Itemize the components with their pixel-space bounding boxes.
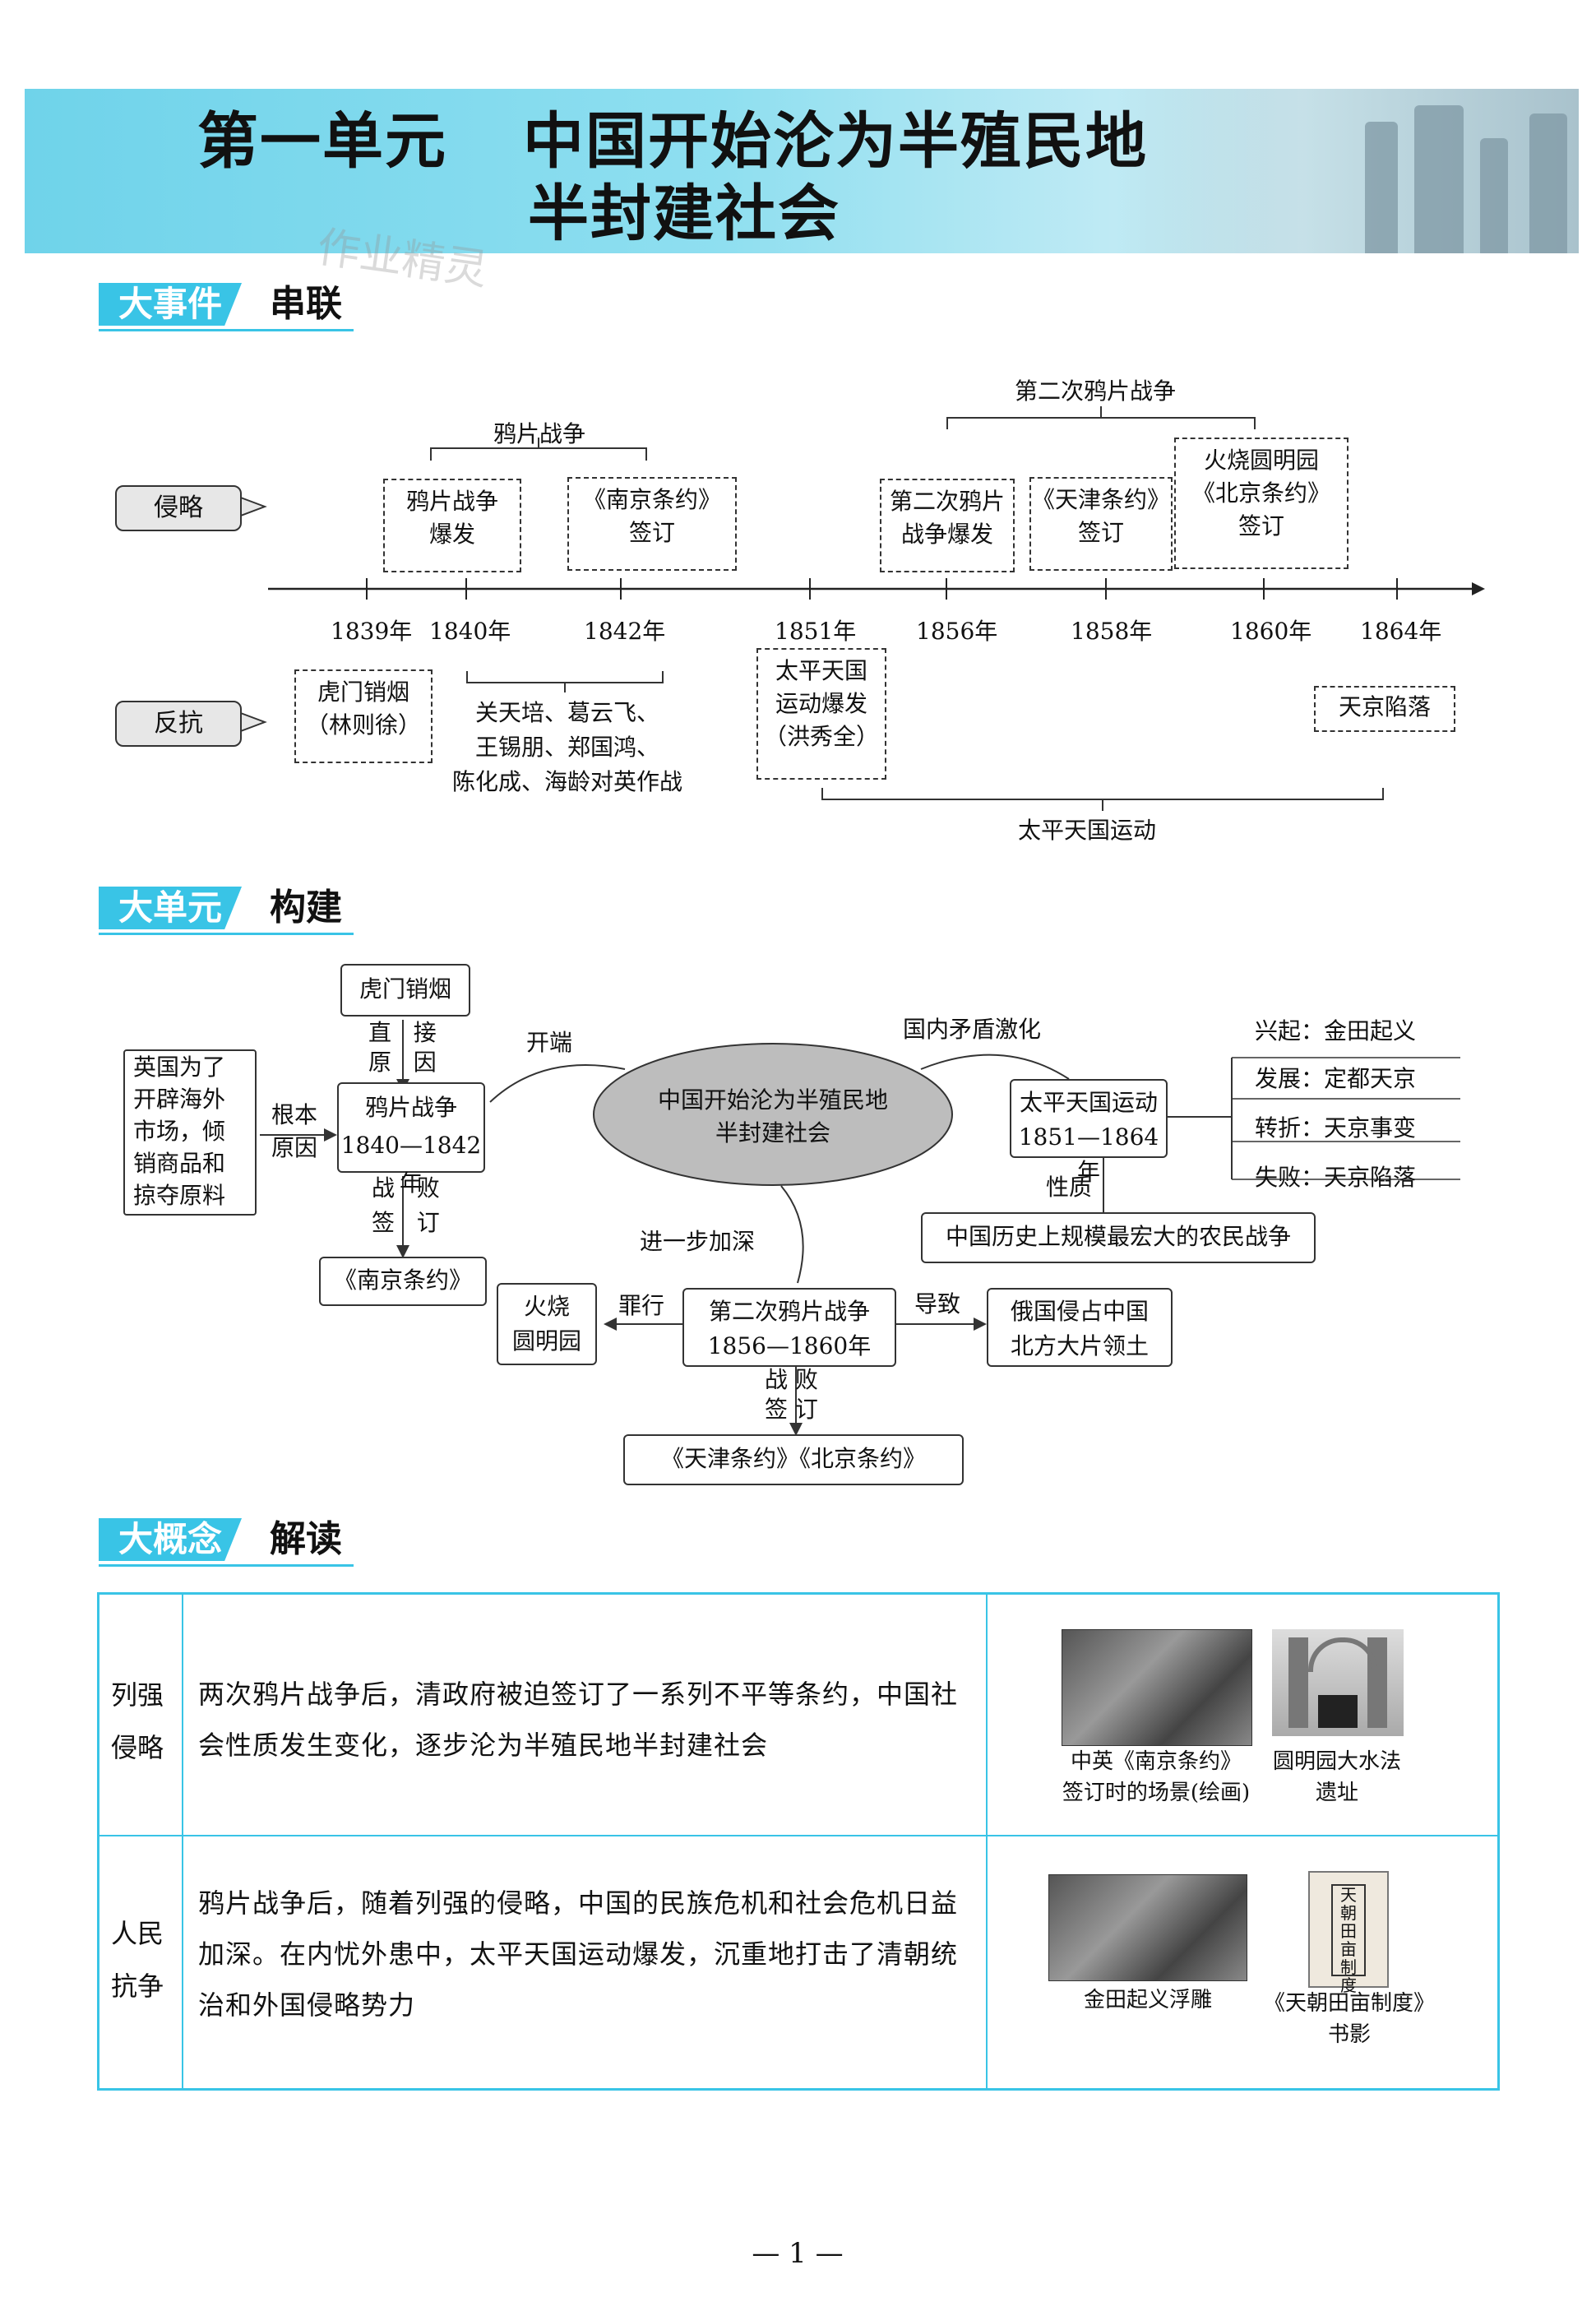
event-yuanmingyuan-beijing-treaty: 火烧圆明园《北京条约》签订 <box>1174 438 1349 569</box>
mm-conflict-label: 国内矛盾激化 <box>903 1016 1042 1043</box>
event-humen: 虎门销烟（林则徐） <box>294 669 433 763</box>
tick-1851 <box>809 578 811 600</box>
mm-stage: 转折：天京事变 <box>1255 1114 1417 1142</box>
opium-war-label: 鸦片战争 <box>493 420 586 447</box>
mm-defeat-sign2: 战 败 签 订 <box>765 1366 818 1423</box>
row1-text: 两次鸦片战争后，清政府被迫签订了一系列不平等条约，中国社会性质发生变化，逐步沦为… <box>198 1679 959 1761</box>
second-opium-war-label: 第二次鸦片战争 <box>1015 377 1177 405</box>
unit-title-line2: 半封建社会 <box>528 178 840 249</box>
mm-root-cause: 根本原因 <box>271 1101 318 1161</box>
mm-largest-box: 中国历史上规模最宏大的农民战争 <box>921 1212 1316 1263</box>
section-badge: 大事件 <box>99 283 243 326</box>
section-badge: 大概念 <box>99 1518 243 1561</box>
section-word: 构建 <box>270 887 342 929</box>
unit-label: 第一单元 <box>197 106 447 177</box>
mm-humen-box: 虎门销烟 <box>340 964 470 1017</box>
mm-center: 中国开始沦为半殖民地半封建社会 <box>657 1086 888 1146</box>
aggression-tag: 侵略 <box>115 485 242 531</box>
nanjing-treaty-painting <box>1062 1629 1252 1746</box>
event-tianjin-treaty: 《天津条约》签订 <box>1029 477 1173 571</box>
tick-1856 <box>946 578 947 600</box>
row1-caption2: 圆明园大水法遗址 <box>1272 1749 1401 1805</box>
row2-label: 人民抗争 <box>111 1918 164 2002</box>
year-label: 1840年 <box>429 618 511 645</box>
mm-nanjing-box: 《南京条约》 <box>319 1257 487 1306</box>
tick-1864 <box>1396 578 1398 600</box>
tick-1842 <box>620 578 622 600</box>
mm-russia-box: 俄国侵占中国北方大片领土 <box>987 1288 1173 1367</box>
year-label: 1842年 <box>584 618 666 645</box>
ruins-image <box>1118 89 1579 253</box>
year-label: 1851年 <box>775 618 857 645</box>
year-label: 1858年 <box>1071 618 1153 645</box>
timeline-lines <box>238 406 1485 811</box>
taiping-movement-label: 太平天国运动 <box>1018 817 1157 844</box>
year-label: 1856年 <box>916 618 998 645</box>
row2-caption1: 金田起义浮雕 <box>1083 1988 1212 2012</box>
mm-britain-box: 英国为了开辟海外市场，倾销商品和掠夺原料 <box>123 1049 257 1216</box>
event-nanjing-treaty: 《南京条约》签订 <box>567 477 737 571</box>
section-word: 解读 <box>270 1518 342 1560</box>
mm-direct-cause: 直 接 原 因 <box>368 1019 437 1076</box>
year-label: 1860年 <box>1230 618 1312 645</box>
book-title: 天朝田亩制度 <box>1331 1884 1366 1994</box>
mm-yuanmingyuan-box: 火烧圆明园 <box>497 1283 597 1365</box>
mm-defeat-sign: 战 败 签 订 <box>372 1174 440 1236</box>
event-tianjing-fall: 天京陷落 <box>1314 686 1455 732</box>
page-number: — 1 — <box>752 2237 844 2270</box>
mm-stage: 发展：定都天京 <box>1255 1065 1417 1092</box>
resistance-tag: 反抗 <box>115 701 242 747</box>
section-word: 串联 <box>270 283 342 325</box>
section-events-header: 大事件 串联 <box>99 283 428 332</box>
mm-treaties-box: 《天津条约》《北京条约》 <box>623 1434 964 1485</box>
yuanmingyuan-ruins-photo <box>1272 1629 1404 1736</box>
mindmap-lines <box>260 1020 1460 1436</box>
year-label: 1839年 <box>331 618 413 645</box>
tick-1858 <box>1105 578 1107 600</box>
jintian-relief-photo <box>1048 1874 1247 1981</box>
section-badge: 大单元 <box>99 887 243 929</box>
concept-table: 列强侵略 两次鸦片战争后，清政府被迫签订了一系列不平等条约，中国社会性质发生变化… <box>97 1592 1500 2091</box>
tick-1860 <box>1263 578 1265 600</box>
mm-crime-label: 罪行 <box>618 1292 665 1319</box>
tick-1840 <box>465 578 467 600</box>
mm-stage: 兴起：金田起义 <box>1255 1017 1417 1044</box>
unit-banner <box>25 89 1579 253</box>
row2-caption2: 《天朝田亩制度》书影 <box>1263 1991 1435 2047</box>
event-heroes: 关天培、葛云飞、 王锡朋、郑国鸿、 陈化成、海龄对英作战 <box>451 699 682 795</box>
section-unit-header: 大单元 构建 <box>99 887 428 936</box>
mm-deepen-label: 进一步加深 <box>640 1228 756 1255</box>
land-system-book-photo: 天朝田亩制度 <box>1308 1871 1389 1994</box>
row1-label: 列强侵略 <box>111 1679 164 1763</box>
unit-title-line1: 中国开始沦为半殖民地 <box>523 106 1148 177</box>
event-opium-war-start: 鸦片战争爆发 <box>383 479 521 572</box>
section-concept-header: 大概念 解读 <box>99 1518 428 1568</box>
row1-caption1: 中英《南京条约》签订时的场景(绘画) <box>1062 1749 1251 1805</box>
mm-stage: 失败：天京陷落 <box>1255 1164 1417 1191</box>
mm-nature-label: 性质 <box>1046 1174 1093 1201</box>
year-label: 1864年 <box>1360 618 1442 645</box>
row2-text: 鸦片战争后，随着列强的侵略，中国的民族危机和社会危机日益加深。在内忧外患中，太平… <box>198 1887 959 2021</box>
mm-start-label: 开端 <box>526 1029 573 1056</box>
tick-1839 <box>366 578 368 600</box>
event-taiping-start: 太平天国运动爆发（洪秀全） <box>756 648 886 780</box>
mm-cause-label: 导致 <box>914 1290 961 1318</box>
event-second-war-start: 第二次鸦片战争爆发 <box>880 479 1015 572</box>
